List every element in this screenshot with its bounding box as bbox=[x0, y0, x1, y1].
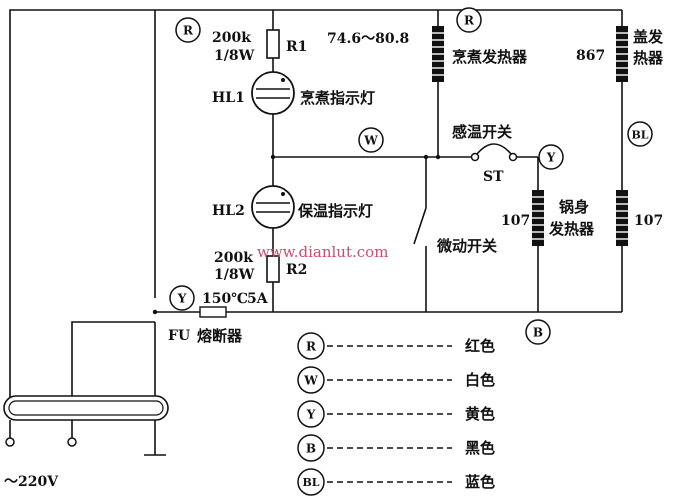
r1-power: 1/8W bbox=[214, 48, 255, 64]
svg-text:红色: 红色 bbox=[465, 337, 495, 355]
lamp-hl2 bbox=[251, 185, 295, 229]
svg-text:W: W bbox=[363, 134, 378, 148]
legend-item: W 白色 bbox=[297, 366, 495, 394]
junction-dots bbox=[152, 154, 441, 315]
resistor-r1 bbox=[266, 29, 280, 59]
fuse-current: 5A bbox=[247, 291, 269, 307]
r1-name: R1 bbox=[286, 39, 307, 55]
wire-badge-blue: BL bbox=[627, 121, 653, 147]
svg-text:Y: Y bbox=[177, 292, 187, 306]
wire-badge-top-right: R bbox=[456, 7, 482, 33]
wire-badge-top-left: R bbox=[175, 17, 201, 43]
pot-right-heater-label-2: 发热器 bbox=[548, 220, 595, 238]
cooking-heater-label: 烹煮发热器 bbox=[452, 48, 528, 66]
svg-text:Y: Y bbox=[306, 408, 316, 422]
svg-text:蓝色: 蓝色 bbox=[465, 473, 495, 491]
legend-item: Y 黄色 bbox=[297, 400, 495, 428]
lid-heater-label-2: 热器 bbox=[633, 49, 664, 67]
micro-switch-label: 微动开关 bbox=[436, 237, 497, 255]
svg-text:BL: BL bbox=[302, 476, 319, 489]
svg-text:白色: 白色 bbox=[465, 371, 495, 389]
thermo-switch-label: 感温开关 bbox=[452, 123, 512, 141]
hl1-label: 烹煮指示灯 bbox=[300, 89, 375, 107]
lid-heater-label-1: 盖发 bbox=[633, 28, 664, 46]
svg-text:R: R bbox=[464, 14, 475, 28]
r2-power: 1/8W bbox=[214, 267, 255, 283]
svg-text:B: B bbox=[533, 326, 543, 340]
lamp-hl1 bbox=[251, 71, 295, 115]
legend-item: R 红色 bbox=[297, 332, 495, 360]
r2-value: 200k bbox=[214, 250, 253, 266]
svg-text:R: R bbox=[306, 340, 317, 354]
fuse-name: FU bbox=[168, 328, 190, 344]
pot-right-heater-value: 107 bbox=[634, 213, 663, 229]
svg-text:W: W bbox=[303, 374, 318, 388]
wire-badge-yellow-fuse: Y bbox=[169, 285, 195, 311]
svg-text:黑色: 黑色 bbox=[465, 439, 495, 457]
power-label: ～220V bbox=[4, 474, 59, 490]
wire-badge-yellow-switch: Y bbox=[538, 144, 564, 170]
resistor-r2 bbox=[266, 255, 280, 283]
wire-color-legend: R 红色 W 白色 Y 黄色 B 黑色 BL 蓝色 bbox=[297, 332, 495, 496]
svg-text:Y: Y bbox=[546, 151, 556, 165]
r2-name: R2 bbox=[286, 262, 307, 278]
cooking-heater-value: 74.6～80.8 bbox=[327, 31, 409, 47]
svg-text:BL: BL bbox=[631, 129, 648, 142]
heater-pot-right bbox=[616, 190, 628, 246]
pot-right-heater-label-1: 锅身 bbox=[559, 198, 589, 216]
hl2-label: 保温指示灯 bbox=[297, 202, 373, 220]
heater-pot-left bbox=[532, 190, 544, 246]
svg-text:黄色: 黄色 bbox=[465, 405, 495, 423]
svg-text:R: R bbox=[183, 24, 194, 38]
svg-text:B: B bbox=[306, 442, 316, 456]
wire-badge-white: W bbox=[358, 127, 384, 153]
wiring bbox=[9, 9, 623, 456]
wire-badge-black: B bbox=[525, 319, 551, 345]
watermark: www.dianlut.com bbox=[257, 243, 388, 261]
hl2-name: HL2 bbox=[212, 203, 245, 219]
thermo-switch-name: ST bbox=[483, 169, 504, 185]
heater-cooking bbox=[432, 26, 444, 82]
lid-heater-value: 867 bbox=[576, 48, 605, 64]
legend-item: B 黑色 bbox=[297, 434, 495, 462]
pot-left-heater-value: 107 bbox=[501, 213, 530, 229]
hl1-name: HL1 bbox=[212, 90, 245, 106]
legend-item: BL 蓝色 bbox=[297, 468, 495, 496]
fuse-label: 熔断器 bbox=[197, 327, 243, 345]
heater-lid bbox=[616, 26, 628, 82]
r1-value: 200k bbox=[212, 30, 251, 46]
fuse-temp: 150℃ bbox=[202, 291, 248, 307]
power-plug bbox=[3, 395, 169, 447]
thermo-switch bbox=[470, 143, 518, 162]
